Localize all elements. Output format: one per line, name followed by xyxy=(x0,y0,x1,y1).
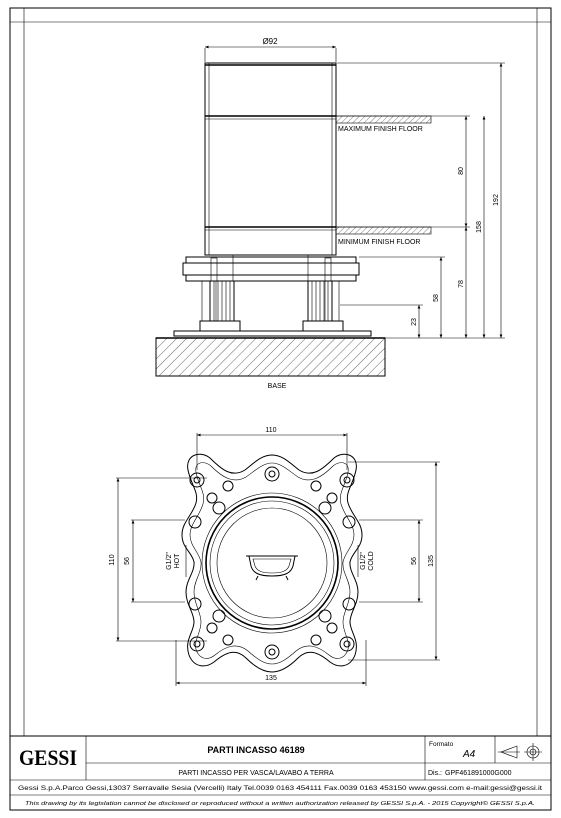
title-block: GESSI PARTI INCASSO 46189 PARTI INCASSO … xyxy=(9,735,552,811)
dim-left-110: 110 xyxy=(109,554,116,565)
format-label: Formato xyxy=(429,741,454,748)
format-value: A4 xyxy=(462,749,476,760)
projection-symbol-icon xyxy=(498,743,542,761)
logo-text: GESSI xyxy=(19,745,77,770)
dim-80: 80 xyxy=(458,167,465,175)
sheet-border xyxy=(9,7,552,811)
bathtub-icon xyxy=(246,555,298,581)
drawing-subtitle: PARTI INCASSO PER VASCA/LAVABO A TERRA xyxy=(178,770,334,777)
top-view: 110 xyxy=(109,427,440,686)
side-view: Ø92 MAXIMUM FINISH FLOOR MINIMUM FINISH … xyxy=(155,37,505,390)
dim-58: 58 xyxy=(433,294,440,302)
gessi-logo xyxy=(16,742,80,774)
drawing-title: PARTI INCASSO 46189 xyxy=(207,745,304,755)
dis-value: GPF461891000G000 xyxy=(445,770,512,777)
company-info: Gessi S.p.A.Parco Gessi,13037 Serravalle… xyxy=(18,785,542,792)
disclaimer: This drawing by its legislation cannot b… xyxy=(25,800,535,807)
dis-label: Dis.: xyxy=(428,770,442,777)
dim-right-56: 56 xyxy=(411,557,418,565)
dim-78: 78 xyxy=(458,280,465,288)
max-floor-label: MAXIMUM FINISH FLOOR xyxy=(338,126,423,133)
dim-158: 158 xyxy=(476,221,483,233)
cold-label: COLD xyxy=(368,551,375,570)
dim-192: 192 xyxy=(493,194,500,206)
base-label: BASE xyxy=(268,383,287,390)
cold-size-label: G1/2" xyxy=(360,552,367,570)
min-floor-label: MINIMUM FINISH FLOOR xyxy=(338,239,420,246)
dim-23: 23 xyxy=(411,318,418,326)
dim-right-135: 135 xyxy=(428,555,435,567)
diameter-label: Ø92 xyxy=(262,37,278,46)
hot-size-label: G1/2" xyxy=(166,552,173,570)
dim-top-110: 110 xyxy=(265,427,276,434)
dim-bottom-135: 135 xyxy=(265,675,277,682)
hot-label: HOT xyxy=(174,553,181,569)
dim-left-56: 56 xyxy=(124,557,131,565)
